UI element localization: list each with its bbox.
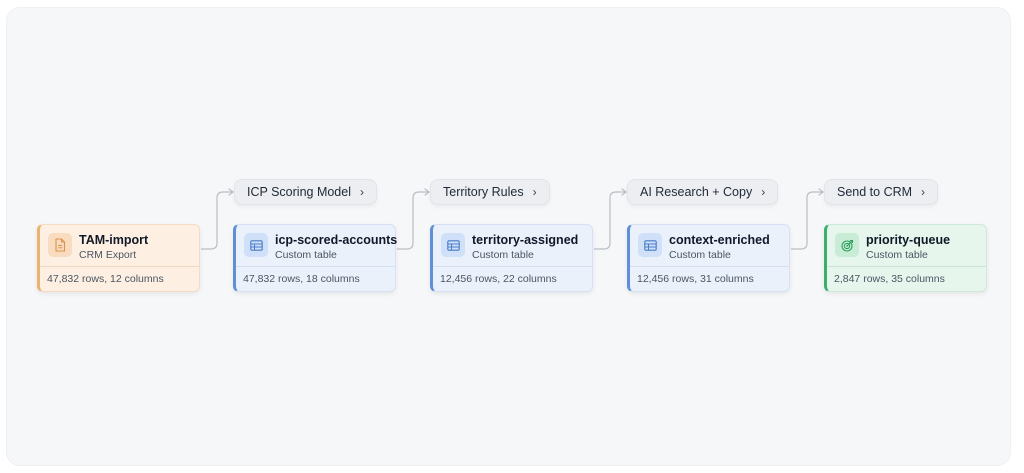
table-card-context-enriched[interactable]: context-enriched Custom table 12,456 row… [627, 224, 790, 292]
step-send-to-crm[interactable]: Send to CRM › [824, 179, 939, 205]
card-header: priority-queue Custom table [832, 230, 980, 264]
card-subtitle: Custom table [275, 249, 337, 261]
table-icon [244, 233, 268, 257]
card-title: priority-queue [866, 233, 951, 247]
card-divider [40, 266, 199, 267]
table-card-icp-scored-accounts[interactable]: icp-scored-accounts Custom table 47,832 … [233, 224, 397, 292]
step-ai-research-copy[interactable]: AI Research + Copy › [627, 179, 779, 205]
card-divider [630, 266, 789, 267]
source-card-tam-import[interactable]: TAM-import CRM Export 47,832 rows, 12 co… [37, 224, 200, 292]
card-meta: 47,832 rows, 18 columns [243, 273, 360, 285]
card-header: icp-scored-accounts Custom table [241, 230, 397, 264]
card-meta: 12,456 rows, 22 columns [440, 273, 557, 285]
card-header: territory-assigned Custom table [438, 230, 586, 264]
card-divider [236, 266, 395, 267]
chevron-right-icon: › [761, 185, 766, 199]
card-title: context-enriched [669, 233, 770, 247]
chevron-right-icon: › [360, 185, 364, 199]
document-icon [48, 233, 72, 257]
card-subtitle: CRM Export [79, 249, 137, 261]
card-subtitle: Custom table [669, 249, 731, 261]
card-subtitle: Custom table [866, 249, 928, 261]
card-header: context-enriched Custom table [635, 230, 783, 264]
table-icon [638, 233, 662, 257]
card-title: territory-assigned [472, 233, 579, 247]
card-title: icp-scored-accounts [275, 233, 398, 247]
step-label: Send to CRM [837, 185, 913, 199]
step-label: Territory Rules [443, 185, 524, 199]
step-territory-rules[interactable]: Territory Rules › [430, 179, 550, 205]
card-meta: 2,847 rows, 35 columns [834, 273, 945, 285]
card-divider [827, 266, 986, 267]
chevron-right-icon: › [921, 185, 926, 199]
target-icon [835, 233, 859, 257]
table-icon [441, 233, 465, 257]
step-label: AI Research + Copy [640, 185, 753, 199]
card-meta: 47,832 rows, 12 columns [47, 273, 164, 285]
table-card-priority-queue[interactable]: priority-queue Custom table 2,847 rows, … [824, 224, 987, 292]
chevron-right-icon: › [532, 185, 537, 199]
card-header: TAM-import CRM Export [45, 230, 193, 264]
card-divider [433, 266, 592, 267]
table-card-territory-assigned[interactable]: territory-assigned Custom table 12,456 r… [430, 224, 593, 292]
step-icp-scoring-model[interactable]: ICP Scoring Model › [234, 179, 377, 205]
card-subtitle: Custom table [472, 249, 534, 261]
card-title: TAM-import [79, 233, 149, 247]
card-meta: 12,456 rows, 31 columns [637, 273, 754, 285]
step-label: ICP Scoring Model [247, 185, 351, 199]
